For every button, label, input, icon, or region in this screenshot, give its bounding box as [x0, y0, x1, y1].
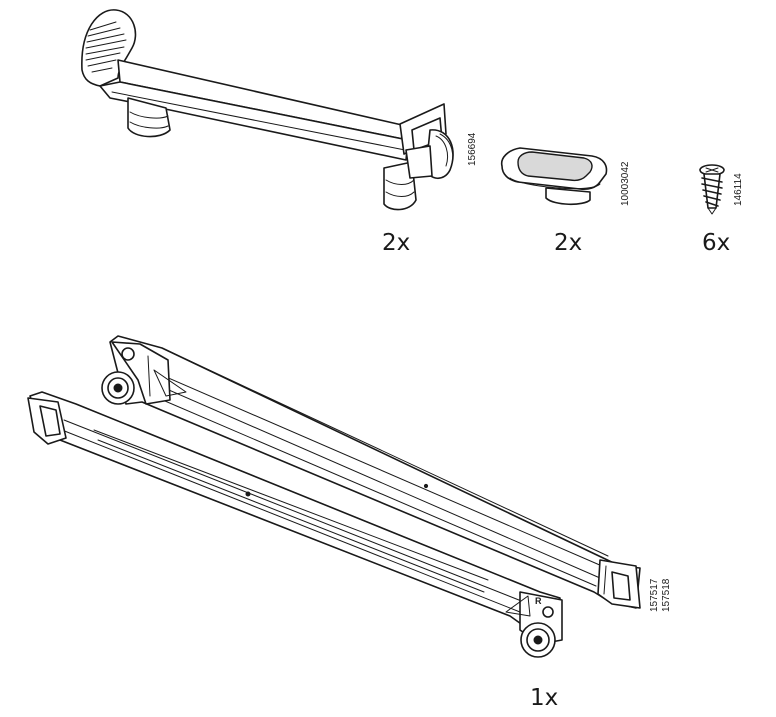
runner-side-mark: R [535, 596, 542, 606]
screw-quantity: 6x [702, 230, 730, 256]
foot-cap-part [500, 147, 608, 206]
runner-left-part-number: 157517 [649, 578, 660, 612]
screw-part [699, 164, 725, 215]
drawer-runners-quantity: 1x [530, 685, 558, 711]
runner-right-part-number: 157518 [661, 578, 672, 612]
bracket-quantity: 2x [382, 230, 410, 256]
bracket-part-number: 156694 [467, 132, 478, 166]
bracket-part [81, 9, 454, 211]
drawer-runner-front [27, 391, 563, 658]
drawer-runner-back [101, 335, 641, 609]
screw-part-number: 146114 [733, 173, 744, 206]
foot-cap-part-number: 10003042 [620, 161, 631, 206]
foot-cap-quantity: 2x [554, 230, 582, 256]
